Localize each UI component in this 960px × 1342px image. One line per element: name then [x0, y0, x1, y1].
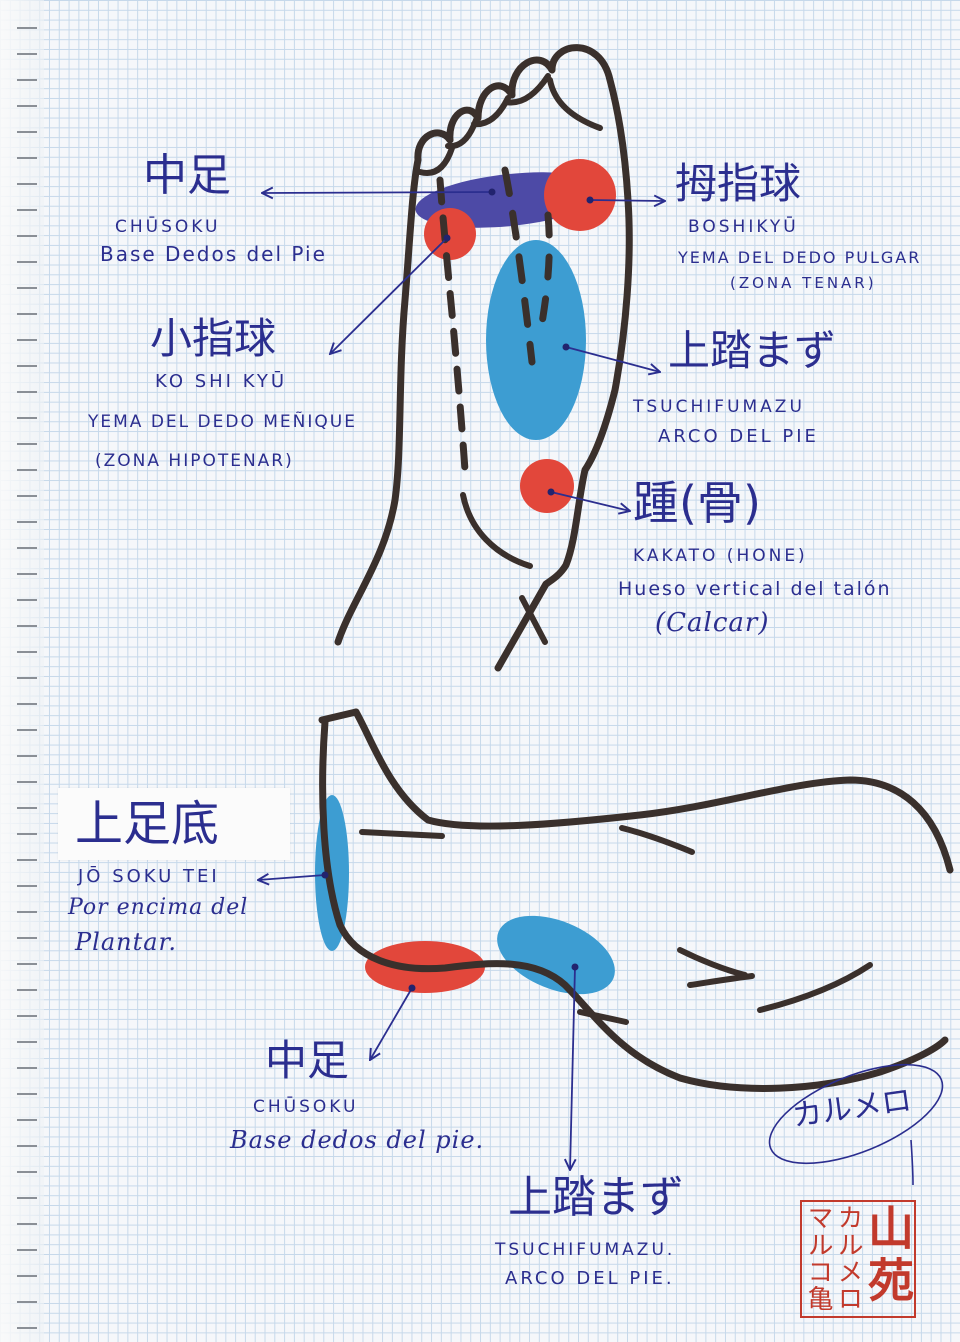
josokutei-point [321, 871, 329, 879]
kakato-romaji: KAKATO (HONE) [633, 546, 808, 566]
side-view-outline [318, 708, 954, 1092]
chusoku-side-spanish: Base dedos del pie. [230, 1126, 485, 1154]
chusoku-arrow [262, 192, 493, 193]
koshikyu-spanish: YEMA DEL DEDO MEÑIQUE [88, 412, 357, 432]
sole-view-outline [334, 44, 633, 672]
heel-inner-curve [460, 492, 533, 569]
tsuchifumazu-spanish: ARCO DEL PIE [658, 426, 819, 447]
boshikyu-note: (ZONA TENAR) [730, 274, 877, 292]
boshikyu-kanji: 拇指球 [675, 159, 802, 208]
tsuchifumazu-arrow [565, 346, 660, 372]
stamp-column-middle: カルメロ [833, 1204, 863, 1312]
koshikyu-kanji: 小指球 [150, 314, 277, 363]
chusoku-side-point [408, 984, 416, 992]
side-view-arrows [258, 875, 575, 1170]
instep-crease [619, 825, 695, 855]
pasted-label-strip [58, 788, 290, 860]
chusoku-side-romaji: CHŪSOKU [253, 1097, 359, 1117]
arch-crease [577, 1009, 629, 1025]
kakato-note: (Calcar) [655, 608, 770, 638]
chusoku-romaji: CHŪSOKU [115, 217, 221, 237]
hanko-stamp: マルコ亀 カルメロ 山苑 [800, 1200, 916, 1318]
toe-separations [417, 73, 603, 176]
josokutei-arrow [258, 875, 326, 880]
koshikyu-romaji: KO SHI KYŪ [155, 371, 288, 392]
sole-dashed-line-middle [501, 166, 536, 366]
tsuchifumazu-side-zone [497, 915, 615, 995]
josokutei-spanish-line2: Plantar. [75, 928, 178, 956]
leg-top-edge [318, 708, 360, 724]
spiral-binding-holes [17, 10, 37, 1332]
sole-dashed-line-left [436, 176, 469, 474]
koshikyu-note: (ZONA HIPOTENAR) [95, 451, 294, 471]
kakato-kanji: 踵(骨) [633, 476, 761, 530]
toe-base-line [757, 962, 873, 1013]
chusoku-point [488, 188, 496, 196]
kakato-zone [520, 459, 574, 513]
sole-foot-outline [334, 44, 633, 672]
sole-dashed-line-right [536, 211, 553, 339]
boshikyu-romaji: BOSHIKYŪ [688, 217, 799, 237]
tsuchifumazu-side-romaji: TSUCHIFUMAZU. [495, 1240, 676, 1260]
sole-view-zones [415, 159, 616, 513]
tsuchifumazu-side-arrow [570, 966, 575, 1170]
side-view-arrow-origins [321, 871, 579, 992]
kakato-point [547, 488, 555, 496]
chusoku-side-kanji: 中足 [265, 1036, 350, 1085]
josokutei-romaji: JŌ SOKU TEI [78, 866, 220, 887]
tsuchifumazu-side-spanish: ARCO DEL PIE. [505, 1268, 675, 1289]
chusoku-spanish: Base Dedos del Pie [100, 242, 327, 266]
tsuchifumazu-side-point [571, 963, 579, 971]
sole-view-arrows [262, 192, 665, 511]
tsuchifumazu-side-kanji: 上踏まず [508, 1172, 684, 1223]
stamp-column-left: マルコ亀 [803, 1204, 833, 1312]
chusoku-side-arrow [370, 987, 413, 1060]
sole-view-arrow-origins [443, 188, 594, 496]
josokutei-kanji: 上足底 [75, 796, 220, 852]
tsuchifumazu-point [562, 343, 570, 351]
ankle-crease [359, 829, 445, 839]
kakato-arrow [550, 491, 630, 511]
heel-and-sole-outline [319, 718, 949, 1092]
chusoku-kanji: 中足 [143, 150, 231, 201]
ankle-line [519, 595, 548, 645]
spiral-binding-margin [0, 0, 44, 1342]
koshikyu-arrow [330, 237, 448, 354]
tsuchifumazu-kanji: 上踏まず [668, 326, 837, 375]
instep-outline [352, 708, 954, 874]
stamp-column-right: 山苑 [861, 1204, 915, 1308]
josokutei-spanish-line1: Por encima del [68, 895, 249, 920]
boshikyu-zone [544, 159, 616, 231]
toe-crease-lower [687, 973, 755, 988]
tsuchifumazu-romaji: TSUCHIFUMAZU [633, 397, 805, 417]
signature-tail [910, 1139, 914, 1186]
signature-oval [768, 1063, 944, 1165]
koshikyu-point [443, 234, 451, 242]
signature-mark [768, 1063, 944, 1186]
boshikyu-arrow [589, 200, 665, 201]
boshikyu-spanish: YEMA DEL DEDO PULGAR [678, 248, 922, 267]
toe-crease-upper [677, 947, 748, 978]
boshikyu-point [586, 196, 594, 204]
tsuchifumazu-zone [486, 240, 586, 440]
kakato-spanish: Hueso vertical del talón [618, 578, 892, 600]
